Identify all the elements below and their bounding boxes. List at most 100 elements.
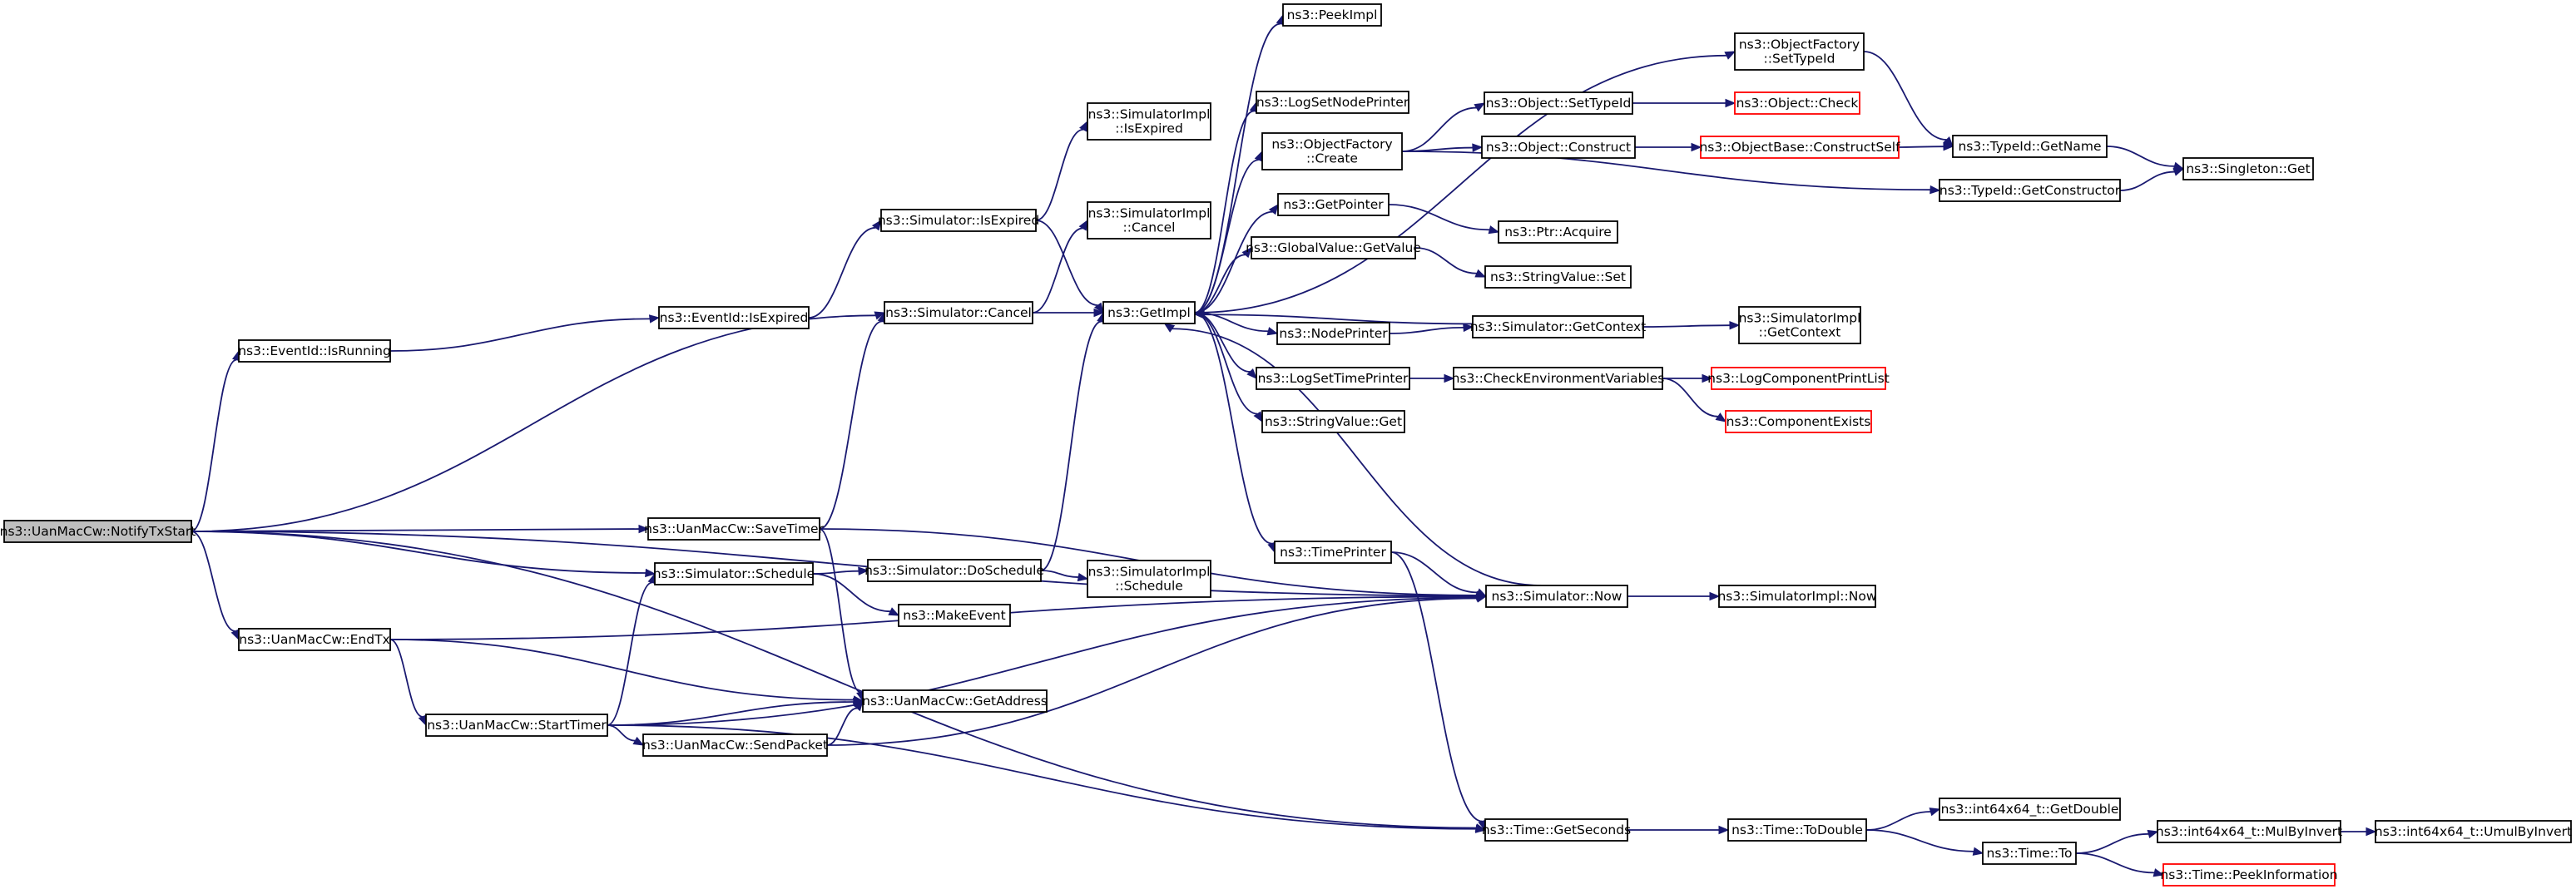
node-timeTo[interactable]: ns3::Time::To [1982,842,2077,865]
node-typeIdGetConstructor[interactable]: ns3::TypeId::GetConstructor [1939,179,2121,202]
call-edge-saveTimer-to-simCancel [819,311,886,530]
node-notify[interactable]: ns3::UanMacCw::NotifyTxStart [0,520,196,543]
node-i64GetDouble[interactable]: ns3::int64x64_t::GetDouble [1939,798,2121,821]
node-simGetContext[interactable]: ns3::Simulator::GetContext [1470,315,1647,338]
call-edge-simDoSchedule-to-siSchedule [1040,570,1089,582]
node-label: ns3::ObjectFactory [1739,37,1860,52]
call-edge-simNow-to-siNow [1627,591,1721,601]
function-nodes: ns3::UanMacCw::NotifyTxStart ns3::EventId… [0,3,2572,887]
node-label: ::Schedule [1115,579,1183,594]
node-getAddress[interactable]: ns3::UanMacCw::GetAddress [862,689,1048,713]
node-label: ns3::UanMacCw::StartTimer [427,718,607,733]
node-label: ns3::UanMacCw::EndTx [239,632,389,647]
call-edge-objFactoryCreate-to-objConstruct [1401,143,1484,152]
node-label: ns3::GetImpl [1107,305,1191,320]
node-sendPacket[interactable]: ns3::UanMacCw::SendPacket [642,733,828,757]
node-siSchedule[interactable]: ns3::SimulatorImpl::Schedule [1087,560,1211,598]
node-saveTimer[interactable]: ns3::UanMacCw::SaveTimer [644,517,824,541]
call-edge-simCancel-to-siCancel [1032,219,1088,314]
call-edge-evIsRunning-to-evIsExpired [389,314,661,352]
call-edge-simCancel-to-getImpl [1033,308,1105,318]
node-objBaseConstructSelf[interactable]: ns3::ObjectBase::ConstructSelf [1699,136,1900,159]
node-nodePrinter[interactable]: ns3::NodePrinter [1276,322,1390,345]
call-edge-getImpl-to-nodePrinter [1194,312,1279,336]
node-label: ns3::UanMacCw::GetAddress [862,694,1048,709]
call-edge-simGetContext-to-siGetContext [1642,320,1741,330]
node-simCancel[interactable]: ns3::Simulator::Cancel [884,301,1033,324]
node-label: ns3::Time::ToDouble [1731,822,1863,837]
node-label: ns3::ObjectFactory [1271,137,1392,152]
node-objFactoryCreate[interactable]: ns3::ObjectFactory::Create [1261,132,1403,170]
call-edge-objBaseConstructSelf-to-typeIdGetName [1898,141,1954,151]
node-umulByInvert[interactable]: ns3::int64x64_t::UmulByInvert [2375,820,2572,843]
node-getPointer[interactable]: ns3::GetPointer [1277,193,1390,216]
node-label: ns3::Singleton::Get [2186,161,2310,176]
node-logSetTimePrinter[interactable]: ns3::LogSetTimePrinter [1256,367,1410,390]
node-label: ns3::Object::Construct [1486,140,1631,155]
call-edge-endTx-to-startTimer [389,639,427,727]
node-endTx[interactable]: ns3::UanMacCw::EndTx [238,628,391,651]
node-label: ns3::UanMacCw::SendPacket [642,738,828,753]
node-siNow[interactable]: ns3::SimulatorImpl::Now [1717,585,1877,608]
node-gvGetValue[interactable]: ns3::GlobalValue::GetValue [1246,236,1421,259]
node-objCheck[interactable]: ns3::Object::Check [1734,91,1860,115]
node-toDouble[interactable]: ns3::Time::ToDouble [1727,818,1867,842]
node-label: ns3::EventId::IsExpired [660,310,809,325]
node-siGetContext[interactable]: ns3::SimulatorImpl::GetContext [1738,306,1861,344]
node-label: ns3::Simulator::GetContext [1470,319,1647,334]
node-startTimer[interactable]: ns3::UanMacCw::StartTimer [425,714,608,737]
call-edge-objConstruct-to-objBaseConstructSelf [1634,142,1702,152]
node-singletonGet[interactable]: ns3::Singleton::Get [2182,157,2314,180]
node-simDoSchedule[interactable]: ns3::Simulator::DoSchedule [864,559,1044,582]
node-getSeconds[interactable]: ns3::Time::GetSeconds [1482,818,1631,842]
call-edge-getImpl-to-getPointer [1194,203,1279,314]
node-timePrinter[interactable]: ns3::TimePrinter [1274,541,1392,564]
node-label: ::Cancel [1123,220,1176,235]
node-label: ns3::SimulatorImpl [1739,311,1861,326]
node-siCancel[interactable]: ns3::SimulatorImpl::Cancel [1087,201,1211,240]
node-evIsExpired[interactable]: ns3::EventId::IsExpired [658,306,810,329]
call-edge-notify-to-getSeconds [191,531,1487,832]
call-edge-timeTo-to-mulByInvert [2075,829,2159,854]
node-objSetTypeId[interactable]: ns3::Object::SetTypeId [1484,91,1633,115]
node-evIsRunning[interactable]: ns3::EventId::IsRunning [238,339,391,363]
node-label: ns3::PeekImpl [1287,7,1378,22]
node-svSet[interactable]: ns3::StringValue::Set [1484,265,1632,289]
call-edge-simDoSchedule-to-getImpl [1040,311,1106,571]
node-makeEvent[interactable]: ns3::MakeEvent [898,604,1011,627]
node-label: ns3::UanMacCw::SaveTimer [644,521,824,536]
call-edge-simNow-to-getImpl [1163,323,1542,586]
node-checkEnv[interactable]: ns3::CheckEnvironmentVariables [1452,367,1665,390]
call-edge-typeIdGetName-to-singletonGet [2106,146,2185,170]
node-siIsExpired[interactable]: ns3::SimulatorImpl::IsExpired [1087,102,1211,141]
node-label: ns3::Time::GetSeconds [1482,822,1631,837]
call-edge-checkEnv-to-logCompPrintList [1662,373,1713,383]
node-mulByInvert[interactable]: ns3::int64x64_t::MulByInvert [2156,820,2342,843]
node-label: ns3::int64x64_t::UmulByInvert [2375,824,2572,840]
node-simIsExpired[interactable]: ns3::Simulator::IsExpired [878,209,1039,232]
node-svGet[interactable]: ns3::StringValue::Get [1261,410,1405,433]
node-compExists[interactable]: ns3::ComponentExists [1725,410,1872,433]
call-edge-notify-to-endTx [191,531,240,641]
node-logCompPrintList[interactable]: ns3::LogComponentPrintList [1707,367,1890,390]
node-objFactorySetTypeId[interactable]: ns3::ObjectFactory::SetTypeId [1734,32,1865,71]
node-simNow[interactable]: ns3::Simulator::Now [1485,585,1628,608]
node-label: ns3::TypeId::GetName [1958,139,2101,154]
node-label: ns3::LogComponentPrintList [1707,371,1890,386]
call-edge-logSetTimePrinter-to-checkEnv [1409,373,1455,383]
node-peekInformation[interactable]: ns3::Time::PeekInformation [2160,863,2338,887]
node-label: ns3::CheckEnvironmentVariables [1452,371,1665,386]
call-edge-evIsExpired-to-simIsExpired [808,219,882,319]
node-ptrAcquire[interactable]: ns3::Ptr::Acquire [1498,220,1618,244]
node-label: ns3::Time::PeekInformation [2160,867,2337,882]
node-simSchedule[interactable]: ns3::Simulator::Schedule [653,562,815,585]
call-edge-mulByInvert-to-umulByInvert [2340,827,2377,837]
call-edge-getPointer-to-ptrAcquire [1388,204,1500,235]
node-peekImpl[interactable]: ns3::PeekImpl [1282,3,1382,27]
call-edge-startTimer-to-sendPacket [607,724,645,746]
node-objConstruct[interactable]: ns3::Object::Construct [1481,136,1636,159]
call-edge-startTimer-to-getAddress [607,697,864,726]
node-logSetNodePrinter[interactable]: ns3::LogSetNodePrinter [1256,91,1409,114]
node-getImpl[interactable]: ns3::GetImpl [1102,301,1196,324]
node-typeIdGetName[interactable]: ns3::TypeId::GetName [1952,135,2108,158]
